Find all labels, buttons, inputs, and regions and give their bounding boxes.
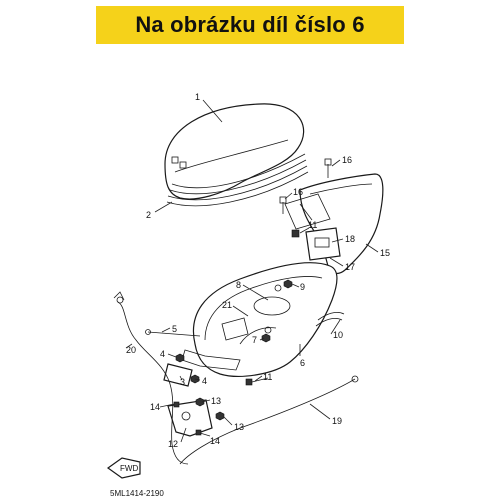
label-7: 7	[252, 335, 257, 345]
label-10: 10	[333, 330, 343, 340]
label-21: 21	[222, 300, 232, 310]
label-5: 5	[172, 324, 177, 334]
nut-9	[283, 279, 293, 289]
seat	[164, 103, 305, 200]
bolt-11-lower	[245, 377, 269, 386]
title-banner: Na obrázku díl číslo 6	[96, 6, 404, 44]
label-19: 19	[332, 416, 342, 426]
bolt-5	[145, 329, 201, 337]
label-9: 9	[300, 282, 305, 292]
bracket-3	[163, 363, 193, 387]
seat-trim	[166, 153, 309, 207]
cable-20	[117, 301, 189, 465]
label-4-lower: 4	[202, 376, 207, 386]
cable-19	[179, 378, 356, 465]
label-13-lower: 13	[234, 422, 244, 432]
parts-diagram: 1 2 16 16 15 11 18 17 8 9 21 7 5 10 6 20…	[106, 92, 390, 498]
label-12: 12	[168, 439, 178, 449]
nut-7	[261, 333, 271, 343]
part-labels: 1 2 16 16 15 11 18 17 8 9 21 7 5 10 6 20…	[126, 92, 390, 449]
nut-13-b	[215, 411, 225, 421]
washer-14-a	[173, 401, 180, 408]
label-13-upper: 13	[211, 396, 221, 406]
fwd-arrow: FWD	[106, 457, 141, 479]
drain-hose	[315, 312, 345, 327]
diagram-code: 5ML1414-2190	[110, 489, 164, 498]
label-17: 17	[345, 262, 355, 272]
nut-4-upper	[175, 353, 185, 363]
bolt-16-left	[279, 196, 287, 214]
fwd-label: FWD	[120, 464, 138, 473]
rear-cover	[284, 173, 384, 275]
label-14-lower: 14	[210, 436, 220, 446]
label-11-lower: 11	[263, 372, 272, 382]
label-18: 18	[345, 234, 355, 244]
lock-bracket	[305, 227, 341, 261]
label-1: 1	[195, 92, 200, 102]
helmet-box	[181, 262, 338, 377]
label-3: 3	[180, 377, 185, 387]
label-16-upper: 16	[342, 155, 352, 165]
label-8: 8	[236, 280, 241, 290]
label-15: 15	[380, 248, 390, 258]
leader-lines	[125, 99, 379, 443]
bolt-16-upper	[324, 158, 332, 178]
label-16-left: 16	[293, 187, 303, 197]
nut-13-a	[195, 397, 205, 407]
bolt-11-upper	[291, 229, 300, 238]
washer-14-b	[195, 429, 202, 436]
label-6: 6	[300, 358, 305, 368]
label-14-left: 14	[150, 402, 160, 412]
banner-text: Na obrázku díl číslo 6	[135, 12, 365, 37]
label-20: 20	[126, 345, 136, 355]
label-11-upper: 11	[308, 220, 317, 230]
label-2: 2	[146, 210, 151, 220]
label-4-upper: 4	[160, 349, 165, 359]
